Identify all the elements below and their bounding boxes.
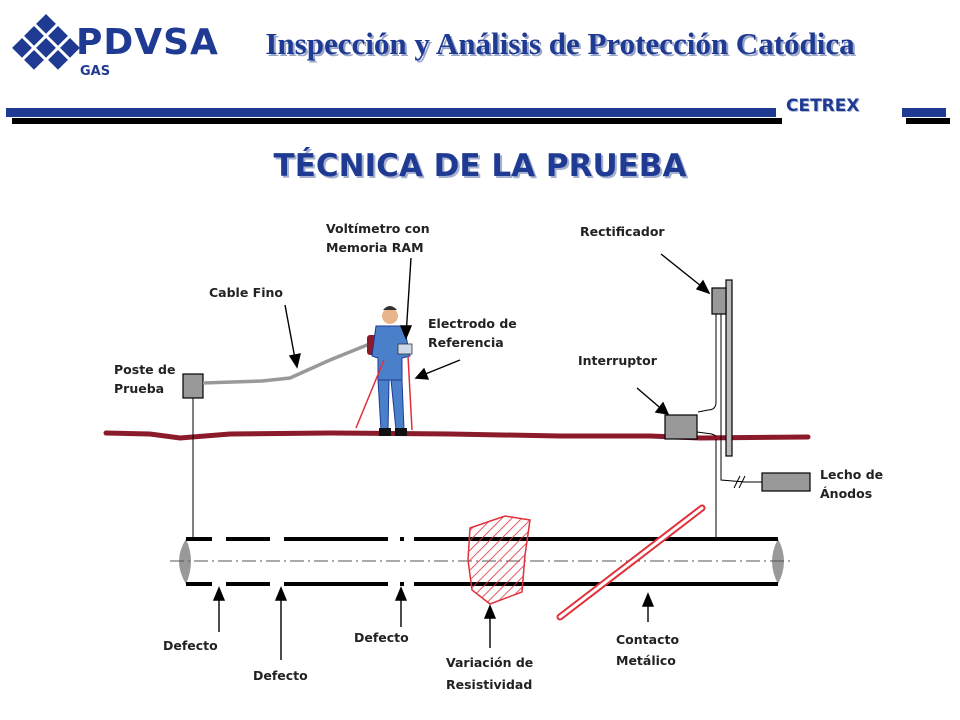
test-post [182, 373, 204, 539]
label-voltmeter-line1: Voltímetro con [326, 221, 430, 236]
resistivity-zone [467, 515, 531, 605]
technician-figure-icon [355, 306, 413, 436]
arrow-defect-a [212, 586, 226, 632]
header-rule [6, 108, 950, 124]
label-electrode: Electrodo de Referencia [428, 314, 517, 352]
header-title: Inspección y Análisis de Protección Cató… [265, 26, 855, 61]
arrow-defect-c [394, 586, 408, 627]
arrow-resistivity [483, 604, 497, 648]
pdvsa-logo-icon [12, 14, 80, 70]
label-rectifier: Rectificador [580, 224, 665, 239]
label-electrode-line2: Referencia [428, 335, 504, 350]
interrupter-box [664, 414, 717, 539]
label-interrupter: Interruptor [578, 353, 657, 368]
label-voltmeter: Voltímetro con Memoria RAM [326, 219, 430, 257]
label-defect-c: Defecto [354, 630, 409, 645]
label-metallic-line2: Metálico [616, 653, 676, 668]
arrow-rectifier [660, 253, 711, 295]
arrow-metallic [641, 592, 655, 622]
label-test-post-line2: Prueba [114, 381, 165, 396]
arrow-defect-b [274, 586, 288, 660]
label-test-post: Poste de Prueba [114, 360, 175, 398]
label-resistivity: Variación de Resistividad [446, 652, 533, 696]
page-title: TÉCNICA DE LA PRUEBA [273, 148, 687, 184]
label-anode-bed-line1: Lecho de [820, 467, 884, 482]
arrow-voltmeter [399, 257, 413, 340]
label-anode-bed-line2: Ánodos [820, 486, 873, 501]
brand-sub: GAS [80, 64, 111, 79]
label-metallic-line1: Contacto [616, 632, 680, 647]
thin-cable [202, 341, 373, 385]
label-anode-bed: Lecho de Ánodos [820, 465, 883, 503]
label-resistivity-line2: Resistividad [446, 677, 533, 692]
label-defect-b: Defecto [253, 668, 308, 683]
label-electrode-line1: Electrodo de [428, 316, 517, 331]
arrow-interrupter [636, 387, 670, 415]
anode-bed [761, 472, 811, 492]
brand-name: PDVSA [76, 22, 219, 63]
label-defect-a: Defecto [163, 638, 218, 653]
label-metallic: Contacto Metálico [616, 629, 679, 671]
label-voltmeter-line2: Memoria RAM [326, 240, 424, 255]
label-cable: Cable Fino [209, 285, 283, 300]
label-test-post-line1: Poste de [114, 362, 176, 377]
center-name: CETREX [786, 96, 860, 116]
label-resistivity-line1: Variación de [446, 655, 534, 670]
arrow-electrode [414, 359, 461, 380]
metallic-contact-bar [556, 504, 706, 621]
rectifier-unit [697, 279, 762, 489]
arrow-cable [284, 304, 301, 369]
ground-line [103, 430, 811, 441]
